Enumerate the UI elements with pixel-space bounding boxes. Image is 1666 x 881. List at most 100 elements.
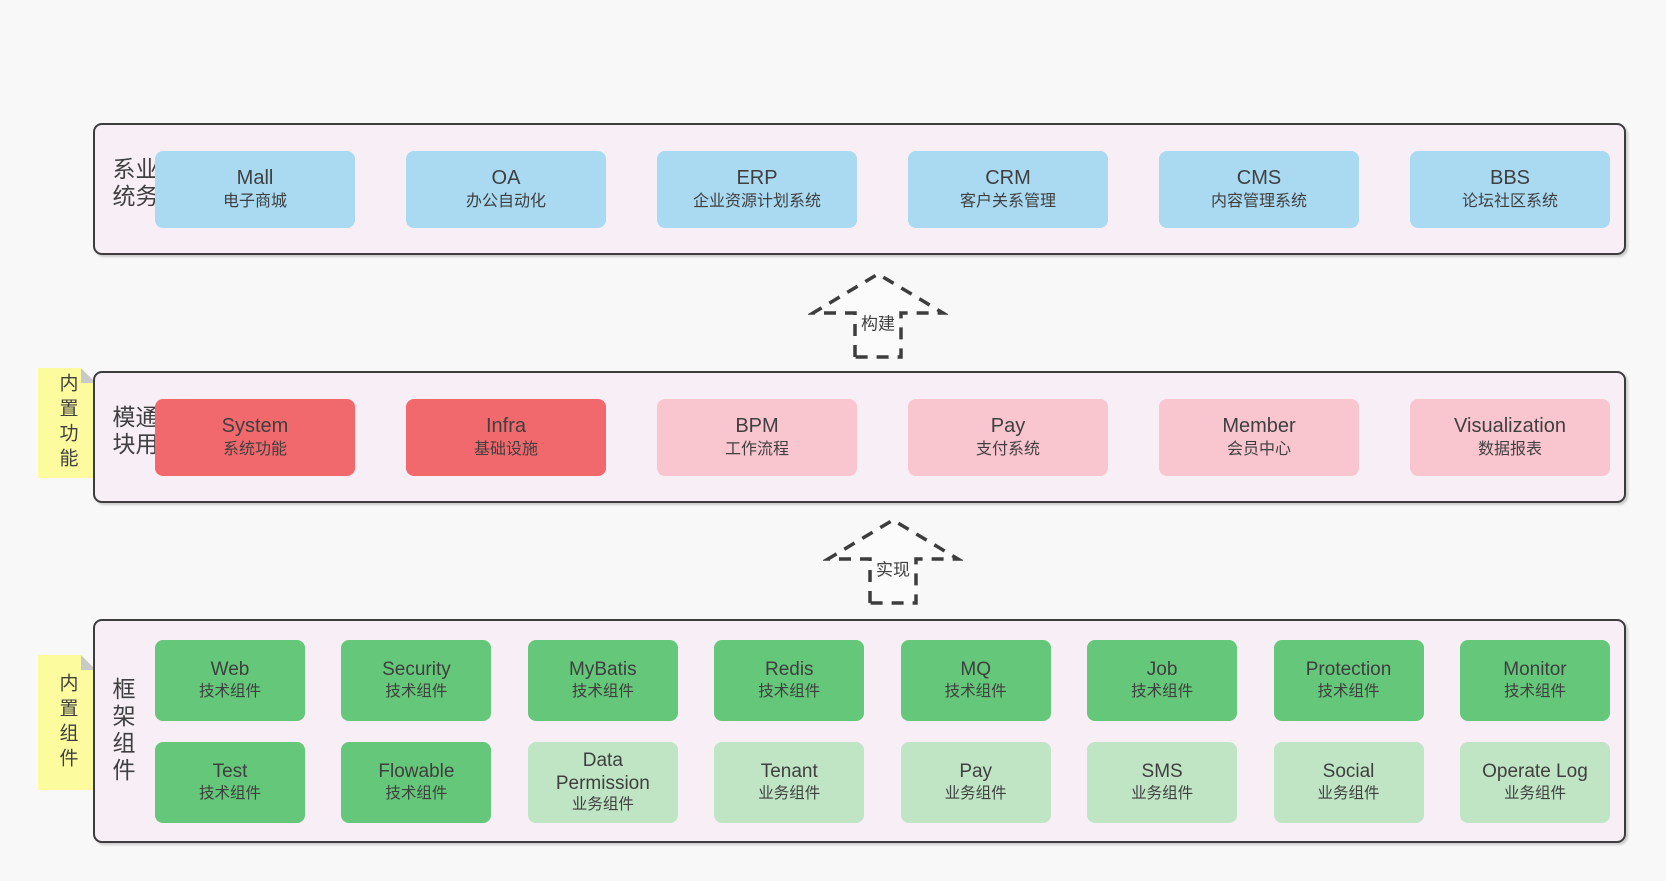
box-subtitle: 系统功能 xyxy=(222,440,287,458)
box-title: Redis xyxy=(764,659,814,681)
box-title: Flowable xyxy=(378,761,455,783)
box-title: Job xyxy=(1146,659,1178,681)
box-bbs: BBS 论坛社区系统 xyxy=(1410,150,1610,228)
box-title: MQ xyxy=(960,659,991,681)
box-title: BBS xyxy=(1489,166,1531,189)
box-title: Monitor xyxy=(1503,659,1567,681)
box-cms: CMS 内容管理系统 xyxy=(1159,150,1359,228)
box-subtitle: 技术组件 xyxy=(571,682,634,700)
sticky-note-built-in-features: 内置功能 xyxy=(38,368,96,478)
sticky-note-label: 内置功能 xyxy=(56,373,78,473)
layer-label-business-systems: 业务系统 xyxy=(109,157,158,211)
arrow-build-label: 构建 xyxy=(858,308,898,336)
box-title: ERP xyxy=(736,166,778,189)
box-subtitle: 基础设施 xyxy=(473,440,538,458)
box-title: Mall xyxy=(236,166,274,189)
box-title: MyBatis xyxy=(569,659,637,681)
box-subtitle: 技术组件 xyxy=(1131,682,1194,700)
arrow-build: 构建 xyxy=(808,270,948,360)
box-subtitle: 论坛社区系统 xyxy=(1461,192,1558,210)
box-subtitle: 业务组件 xyxy=(1131,784,1194,802)
box-title: Social xyxy=(1322,761,1375,783)
box-subtitle: 技术组件 xyxy=(1503,682,1566,700)
arrow-implement-label: 实现 xyxy=(873,554,913,582)
box-subtitle: 业务组件 xyxy=(1503,784,1566,802)
box-member: Member 会员中心 xyxy=(1159,398,1359,476)
box-title: System xyxy=(221,414,289,437)
box-title: OA xyxy=(491,166,521,189)
box-subtitle: 电子商城 xyxy=(222,192,287,210)
box-system: System 系统功能 xyxy=(155,398,355,476)
box-subtitle: 技术组件 xyxy=(758,682,821,700)
box-subtitle: 工作流程 xyxy=(724,440,789,458)
box-infra: Infra 基础设施 xyxy=(406,398,606,476)
box-title: Member xyxy=(1222,414,1296,437)
box-title: CMS xyxy=(1236,166,1282,189)
box-subtitle: 支付系统 xyxy=(975,440,1040,458)
box-subtitle: 业务组件 xyxy=(944,784,1007,802)
box-title: Operate Log xyxy=(1482,761,1588,783)
box-subtitle: 内容管理系统 xyxy=(1210,192,1307,210)
box-title: Pay xyxy=(990,414,1026,437)
box-title: BPM xyxy=(735,414,779,437)
sticky-note-built-in-components: 内置组件 xyxy=(38,655,96,790)
box-subtitle: 办公自动化 xyxy=(465,192,546,210)
box-subtitle: 技术组件 xyxy=(944,682,1007,700)
box-mall: Mall 电子商城 xyxy=(155,150,355,228)
layer-label-common-modules: 通用模块 xyxy=(109,405,158,459)
box-title: Tenant xyxy=(760,761,818,783)
box-subtitle: 数据报表 xyxy=(1477,440,1542,458)
box-subtitle: 技术组件 xyxy=(198,784,261,802)
box-title: Protection xyxy=(1305,659,1392,681)
box-subtitle: 客户关系管理 xyxy=(959,192,1056,210)
box-subtitle: 技术组件 xyxy=(198,682,261,700)
box-title: Web xyxy=(210,659,250,681)
box-title: Test xyxy=(212,761,248,783)
box-subtitle: 业务组件 xyxy=(571,796,634,814)
box-oa: OA 办公自动化 xyxy=(406,150,606,228)
box-title: Infra xyxy=(485,414,527,437)
box-subtitle: 技术组件 xyxy=(385,784,448,802)
sticky-note-label: 内置组件 xyxy=(56,672,78,773)
layer-label-framework-components: 框架组件 xyxy=(109,677,135,785)
box-title: Visualization xyxy=(1454,414,1566,437)
box-subtitle: 会员中心 xyxy=(1226,440,1291,458)
common-modules-box-row: System 系统功能 Infra 基础设施 BPM 工作流程 Pay 支付系统 Member 会… xyxy=(155,373,1610,501)
box-subtitle: 技术组件 xyxy=(1317,682,1380,700)
box-title: SMS xyxy=(1141,761,1183,783)
layer-common-modules: 通用模块 System 系统功能 Infra 基础设施 BPM 工作流程 Pay 支付系统 Me… xyxy=(93,371,1626,503)
box-bpm: BPM 工作流程 xyxy=(657,398,857,476)
box-title: Data Permission xyxy=(555,749,650,795)
box-visualization: Visualization 数据报表 xyxy=(1410,398,1610,476)
arrow-implement: 实现 xyxy=(823,516,963,606)
box-title: Pay xyxy=(959,761,993,783)
box-subtitle: 企业资源计划系统 xyxy=(692,192,821,210)
box-pay: Pay 支付系统 xyxy=(908,398,1108,476)
box-erp: ERP 企业资源计划系统 xyxy=(657,150,857,228)
box-subtitle: 业务组件 xyxy=(758,784,821,802)
box-subtitle: 技术组件 xyxy=(385,682,448,700)
